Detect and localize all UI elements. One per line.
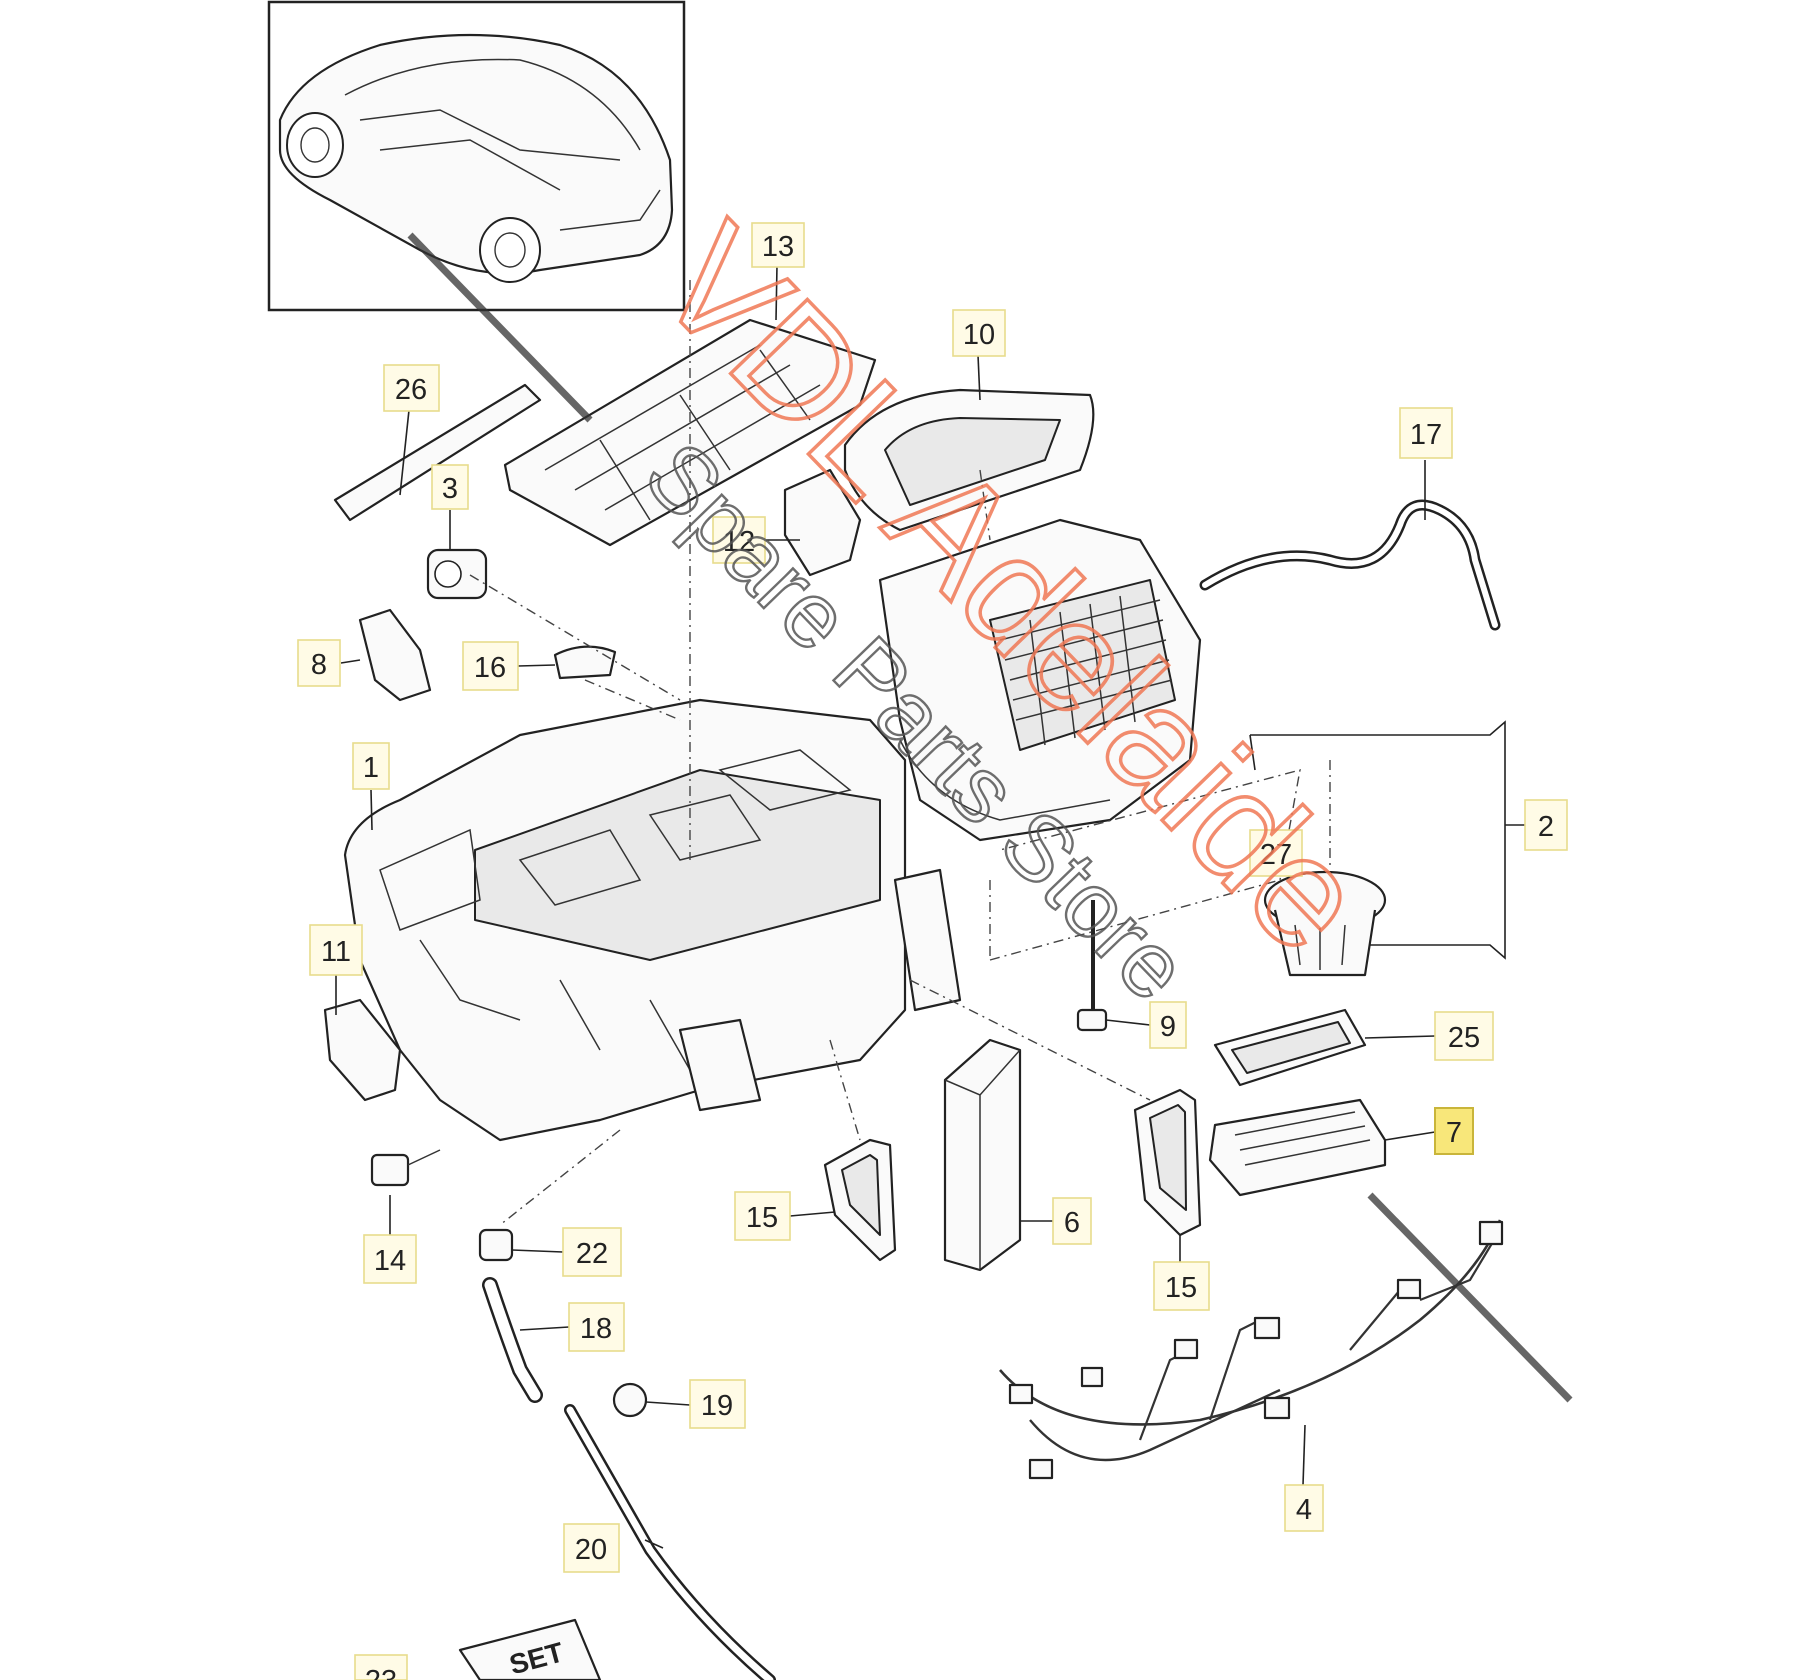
svg-text:3: 3 — [442, 473, 458, 505]
sensor-14 — [370, 1149, 441, 1187]
callout-17: 17 — [1399, 407, 1453, 459]
callout-15-right: 15 — [1153, 1261, 1210, 1311]
svg-text:15: 15 — [1165, 1272, 1197, 1304]
callout-1: 1 — [352, 742, 390, 790]
svg-text:13: 13 — [762, 231, 794, 263]
wiring-harness-4 — [999, 1219, 1504, 1480]
callout-27: 27 — [1249, 829, 1303, 877]
callout-15-left: 15 — [734, 1191, 791, 1241]
control-unit-7 — [1208, 1098, 1387, 1197]
blower-motor-27 — [1263, 870, 1387, 977]
seal-frame-10 — [843, 388, 1095, 532]
callout-11: 11 — [309, 924, 363, 976]
svg-text:9: 9 — [1160, 1011, 1176, 1043]
heater-core-6 — [943, 1038, 1022, 1272]
set-package: SET — [458, 1618, 602, 1680]
watermark-bar-bottom — [1367, 1192, 1573, 1403]
svg-text:19: 19 — [701, 1390, 733, 1422]
svg-text:25: 25 — [1448, 1022, 1480, 1054]
filter-mesh — [999, 595, 1173, 746]
callout-10: 10 — [952, 309, 1006, 357]
svg-text:6: 6 — [1064, 1207, 1080, 1239]
callout-12: 12 — [712, 516, 766, 564]
callout-23: 23 — [354, 1654, 408, 1680]
svg-text:10: 10 — [963, 319, 995, 351]
callout-13: 13 — [751, 222, 805, 268]
drain-hose-17 — [1199, 499, 1501, 631]
leader-lines — [335, 264, 1525, 1549]
callout-18: 18 — [568, 1302, 625, 1352]
duct-seal-15-left — [823, 1138, 897, 1262]
callout-22: 22 — [562, 1227, 622, 1277]
filter-25 — [1213, 1008, 1367, 1087]
svg-text:16: 16 — [474, 652, 506, 684]
svg-text:17: 17 — [1410, 419, 1442, 451]
svg-text:12: 12 — [723, 526, 755, 558]
callout-2: 2 — [1524, 799, 1568, 851]
blower-housing — [878, 518, 1202, 842]
sensor-9 — [1076, 900, 1108, 1032]
callout-labels: 1 2 3 4 6 7 8 9 — [297, 222, 1568, 1680]
svg-text:1: 1 — [363, 752, 379, 784]
clip-16 — [553, 645, 617, 680]
callout-19: 19 — [689, 1379, 746, 1429]
actuator-8 — [358, 608, 432, 702]
callout-26: 26 — [383, 364, 440, 412]
svg-text:7: 7 — [1446, 1117, 1462, 1149]
drain-tube-20 — [564, 1404, 776, 1680]
svg-text:8: 8 — [311, 649, 327, 681]
svg-text:22: 22 — [576, 1238, 608, 1270]
vehicle-inset — [267, 0, 686, 312]
callout-6: 6 — [1052, 1197, 1092, 1245]
grommet-19 — [612, 1382, 648, 1418]
svg-text:2: 2 — [1538, 811, 1554, 843]
callout-14: 14 — [363, 1234, 417, 1284]
callout-9: 9 — [1149, 1001, 1187, 1049]
callout-7: 7 — [1434, 1107, 1474, 1155]
duct-seal-26 — [333, 383, 542, 522]
callout-4: 4 — [1284, 1484, 1324, 1532]
svg-text:14: 14 — [374, 1245, 406, 1277]
actuator-3 — [426, 548, 488, 600]
grommet-22 — [478, 1228, 514, 1262]
duct-seal-15-right — [1133, 1088, 1202, 1237]
callout-20: 20 — [563, 1523, 620, 1573]
svg-text:15: 15 — [746, 1202, 778, 1234]
callout-25: 25 — [1434, 1011, 1494, 1061]
svg-text:26: 26 — [395, 374, 427, 406]
svg-text:27: 27 — [1260, 839, 1292, 871]
car-illustration — [278, 33, 674, 283]
filter-frame-13 — [503, 318, 877, 547]
callout-8: 8 — [297, 639, 341, 687]
hvac-housing — [343, 698, 962, 1142]
actuator-12 — [783, 468, 862, 577]
callout-3: 3 — [431, 464, 469, 510]
svg-text:4: 4 — [1296, 1494, 1312, 1526]
drain-hose-18 — [482, 1277, 543, 1403]
svg-text:20: 20 — [575, 1534, 607, 1566]
actuator-11 — [323, 998, 402, 1102]
svg-text:18: 18 — [580, 1313, 612, 1345]
svg-text:11: 11 — [321, 936, 351, 968]
callout-16: 16 — [462, 641, 519, 691]
svg-text:23: 23 — [365, 1665, 397, 1680]
watermark-bar-top — [407, 232, 593, 423]
